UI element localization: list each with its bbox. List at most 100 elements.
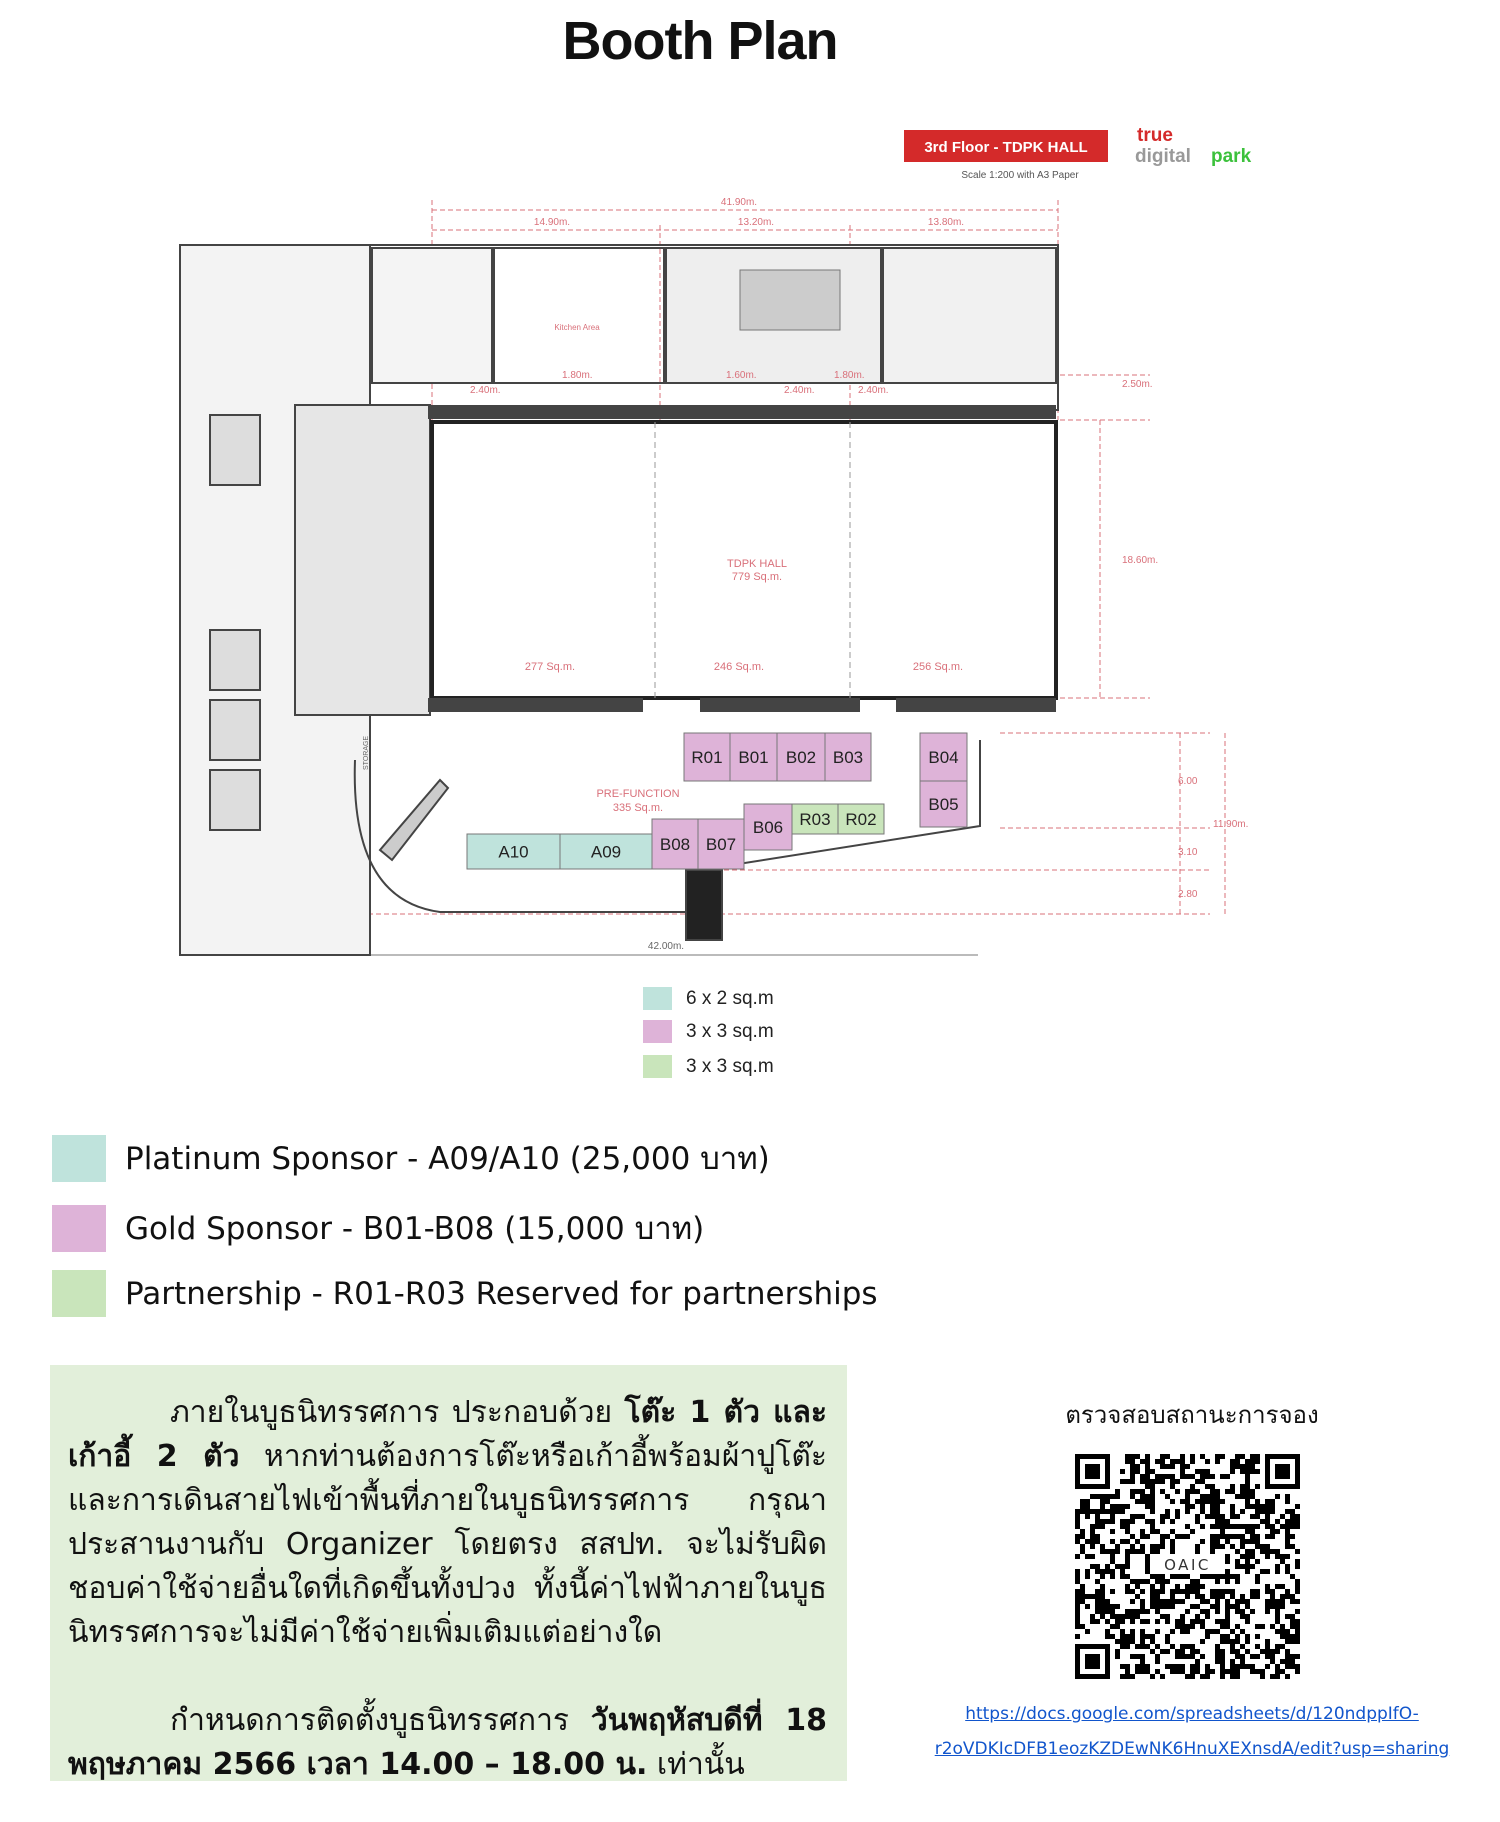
hall-name: TDPK HALL	[727, 558, 787, 570]
legend-swatch-gold	[643, 1020, 672, 1043]
booth-label: B05	[928, 795, 958, 814]
booth-b03[interactable]: B03	[824, 732, 872, 782]
booth-label: R02	[845, 810, 876, 829]
dim-width-2: 13.20m.	[738, 217, 774, 228]
dim-width-3: 13.80m.	[928, 217, 964, 228]
booth-r03[interactable]: R03	[791, 803, 839, 835]
booth-b07[interactable]: B07	[697, 818, 745, 870]
note-bold-text: โต๊ะ 1 ตัว และเก้าอี้ 2 ตัว	[68, 1395, 827, 1474]
booth-r01[interactable]: R01	[683, 732, 731, 782]
size-legend-label: 3 x 3 sq.m	[686, 1055, 774, 1077]
booth-r02[interactable]: R02	[837, 803, 885, 835]
booth-info-note: ภายในบูธนิทรรศการ ประกอบด้วย โต๊ะ 1 ตัว …	[50, 1365, 847, 1782]
booth-b01[interactable]: B01	[729, 732, 778, 782]
stair-treads	[739, 269, 841, 331]
booth-shape[interactable]	[824, 732, 872, 782]
size-legend-row: 6 x 2 sq.m	[643, 987, 774, 1010]
qr-code[interactable]: OAIC	[1073, 1454, 1302, 1679]
booth-shape[interactable]	[919, 780, 968, 828]
prefunction-area: 335 Sq.m.	[613, 802, 663, 814]
note-text: หากท่านต้องการโต๊ะหรือเก้าอี้พร้อมผ้าปูโ…	[68, 1439, 827, 1650]
booth-label: B02	[786, 748, 816, 767]
dim-gap-2: 2.40m.	[784, 385, 815, 396]
booth-b02[interactable]: B02	[776, 732, 826, 782]
booth-label: R03	[799, 810, 830, 829]
legend-label: Platinum Sponsor - A09/A10 (25,000 บาท)	[125, 1141, 770, 1177]
legend-platinum: Platinum Sponsor - A09/A10 (25,000 บาท)	[52, 1133, 770, 1183]
dim-d1: 6.00	[1178, 776, 1198, 787]
booth-label: B06	[753, 818, 783, 837]
partner-swatch	[52, 1270, 106, 1317]
zone-area-2: 246 Sq.m.	[714, 661, 764, 673]
booth-shape[interactable]	[697, 818, 745, 870]
dim-height-hall: 18.60m.	[1122, 555, 1158, 566]
dim-door-2: 1.60m.	[726, 370, 757, 381]
booth-shape[interactable]	[919, 732, 968, 782]
dim-total-bottom: 42.00m.	[648, 941, 684, 952]
booth-b05[interactable]: B05	[919, 780, 968, 828]
gold-swatch	[52, 1204, 106, 1252]
floor-badge	[904, 130, 1108, 162]
size-legend-label: 3 x 3 sq.m	[686, 1020, 774, 1042]
booth-label: B07	[706, 835, 736, 854]
booth-label: B04	[928, 748, 958, 767]
dim-d3: 2.80	[1178, 889, 1198, 900]
qr-center-label: OAIC	[1164, 1556, 1211, 1574]
zone-area-1: 277 Sq.m.	[525, 661, 575, 673]
dimension-lines	[360, 200, 1226, 915]
storage-label: STORAGE	[363, 736, 370, 770]
booth-label: R01	[691, 748, 722, 767]
dim-total-top: 41.90m.	[721, 197, 757, 208]
booth-shape[interactable]	[791, 803, 839, 835]
booking-link-line-2[interactable]: r2oVDKIcDFB1eozKZDEwNK6HnuXEXnsdA/edit?u…	[934, 1739, 1450, 1759]
booth-a09[interactable]: A09	[559, 833, 653, 870]
booth-label: B08	[660, 835, 690, 854]
booth-label: B01	[738, 748, 768, 767]
booth-label: A10	[498, 843, 528, 862]
booth-b08[interactable]: B08	[651, 818, 699, 870]
dim-gap-3: 2.40m.	[858, 385, 889, 396]
booth-shape[interactable]	[743, 803, 793, 851]
dim-gap-1: 2.40m.	[470, 385, 501, 396]
booth-shape[interactable]	[651, 818, 699, 870]
dim-door-1: 1.80m.	[562, 370, 593, 381]
logo-digital: digital	[1135, 146, 1191, 167]
dim-width-1: 14.90m.	[534, 217, 570, 228]
hall-partitions	[428, 405, 1056, 712]
dim-d2: 3.10	[1178, 847, 1198, 858]
booth-shape[interactable]	[837, 803, 885, 835]
qr-title: ตรวจสอบสถานะการจอง	[1065, 1401, 1319, 1429]
booth-shape[interactable]	[729, 732, 778, 782]
legend-label: Gold Sponsor - B01-B08 (15,000 บาท)	[125, 1211, 705, 1247]
platinum-swatch	[52, 1134, 106, 1182]
booth-b06[interactable]: B06	[743, 803, 793, 851]
hall-area: 779 Sq.m.	[732, 571, 782, 583]
note-text: ภายในบูธนิทรรศการ ประกอบด้วย	[170, 1395, 625, 1430]
note-paragraph-1: ภายในบูธนิทรรศการ ประกอบด้วย โต๊ะ 1 ตัว …	[68, 1391, 827, 1655]
size-legend-label: 6 x 2 sq.m	[686, 987, 774, 1009]
building-walls	[179, 244, 1059, 956]
booth-label: B03	[833, 748, 863, 767]
page-title: Booth Plan	[562, 11, 839, 71]
dim-height-pre: 11.90m.	[1213, 819, 1248, 830]
logo-park: park	[1211, 146, 1252, 167]
note-bold-text: วันพฤหัสบดีที่ 18 พฤษภาคม 2566 เวลา 14.0…	[68, 1703, 827, 1782]
legend-gold: Gold Sponsor - B01-B08 (15,000 บาท)	[52, 1203, 704, 1253]
dim-door-3: 1.80m.	[834, 370, 865, 381]
floor-badge-label: 3rd Floor - TDPK HALL	[924, 139, 1087, 156]
booking-link-line-1[interactable]: https://docs.google.com/spreadsheets/d/1…	[965, 1704, 1419, 1724]
legend-label: Partnership - R01-R03 Reserved for partn…	[125, 1275, 878, 1312]
legend-swatch-platinum	[643, 987, 672, 1010]
scale-note: Scale 1:200 with A3 Paper	[961, 170, 1079, 181]
size-legend-row: 3 x 3 sq.m	[643, 1055, 774, 1078]
size-legend-row: 3 x 3 sq.m	[643, 1020, 774, 1043]
note-paragraph-2: กำหนดการติดตั้งบูธนิทรรศการ วันพฤหัสบดีท…	[68, 1699, 827, 1787]
note-text: เท่านั้น	[647, 1747, 745, 1782]
booth-b04[interactable]: B04	[919, 732, 968, 782]
booth-shape[interactable]	[683, 732, 731, 782]
legend-swatch-partner	[643, 1055, 672, 1078]
booth-a10[interactable]: A10	[466, 833, 561, 870]
dim-height-top: 2.50m.	[1122, 379, 1153, 390]
